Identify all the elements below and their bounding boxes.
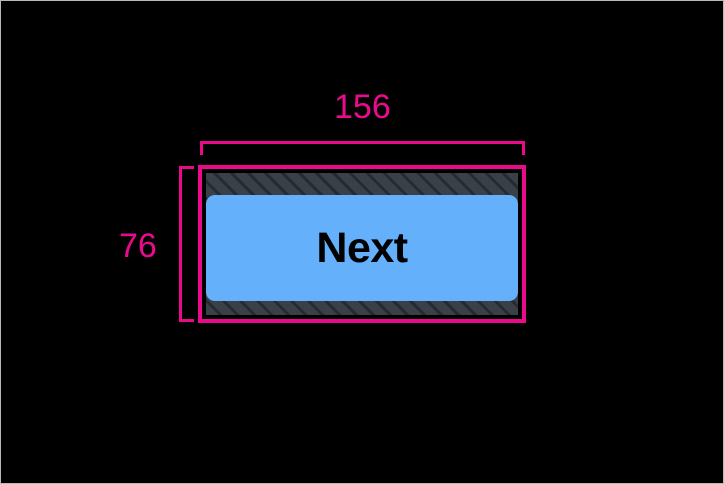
element-bounding-box: Next (198, 165, 526, 323)
next-button[interactable]: Next (206, 195, 518, 301)
hatched-container: Next (206, 173, 518, 315)
width-measure-label: 156 (334, 88, 391, 126)
width-measure-bracket (200, 141, 525, 155)
height-measure-bracket (179, 166, 194, 322)
height-measure-label: 76 (119, 227, 157, 265)
